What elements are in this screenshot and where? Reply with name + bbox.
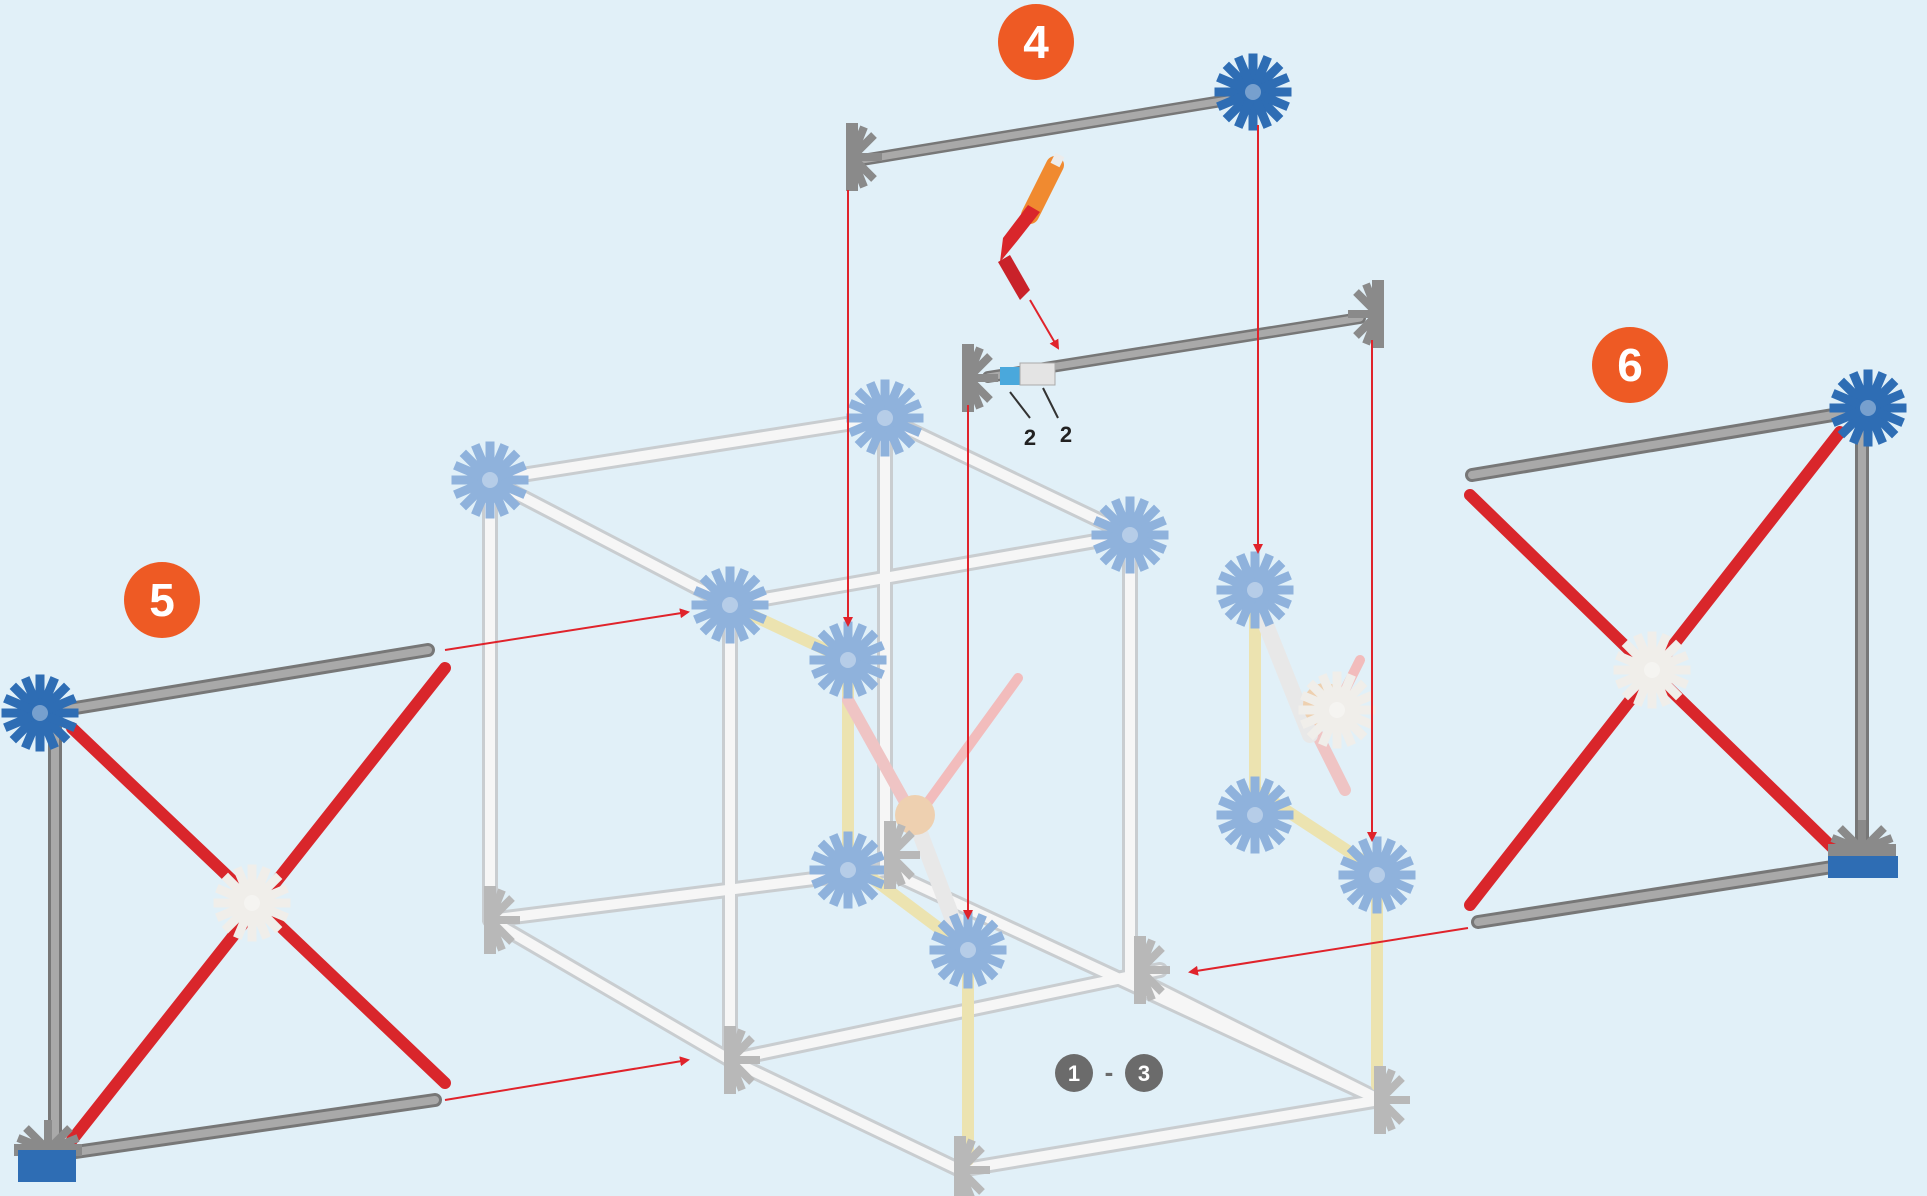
placement-arrows bbox=[444, 125, 1469, 1101]
quantity-label-1: 2 bbox=[1024, 425, 1036, 450]
reference-from: 1 bbox=[1068, 1061, 1080, 1086]
step6-panel bbox=[1464, 374, 1902, 929]
step5-panel bbox=[6, 643, 451, 1182]
quantity-label-2: 2 bbox=[1060, 422, 1072, 447]
step4-assembly: 2 2 bbox=[846, 58, 1384, 450]
reference-to: 3 bbox=[1138, 1061, 1150, 1086]
angle-connector-piece bbox=[998, 152, 1065, 300]
step-5-badge: 5 bbox=[124, 562, 200, 638]
reference-separator: - bbox=[1105, 1057, 1114, 1087]
step-6-badge: 6 bbox=[1592, 327, 1668, 403]
reference-steps: 1 - 3 bbox=[1055, 1054, 1163, 1092]
step-5-number: 5 bbox=[149, 574, 175, 626]
step-4-badge: 4 bbox=[998, 4, 1074, 80]
step-4-number: 4 bbox=[1023, 16, 1049, 68]
step-6-number: 6 bbox=[1617, 339, 1643, 391]
